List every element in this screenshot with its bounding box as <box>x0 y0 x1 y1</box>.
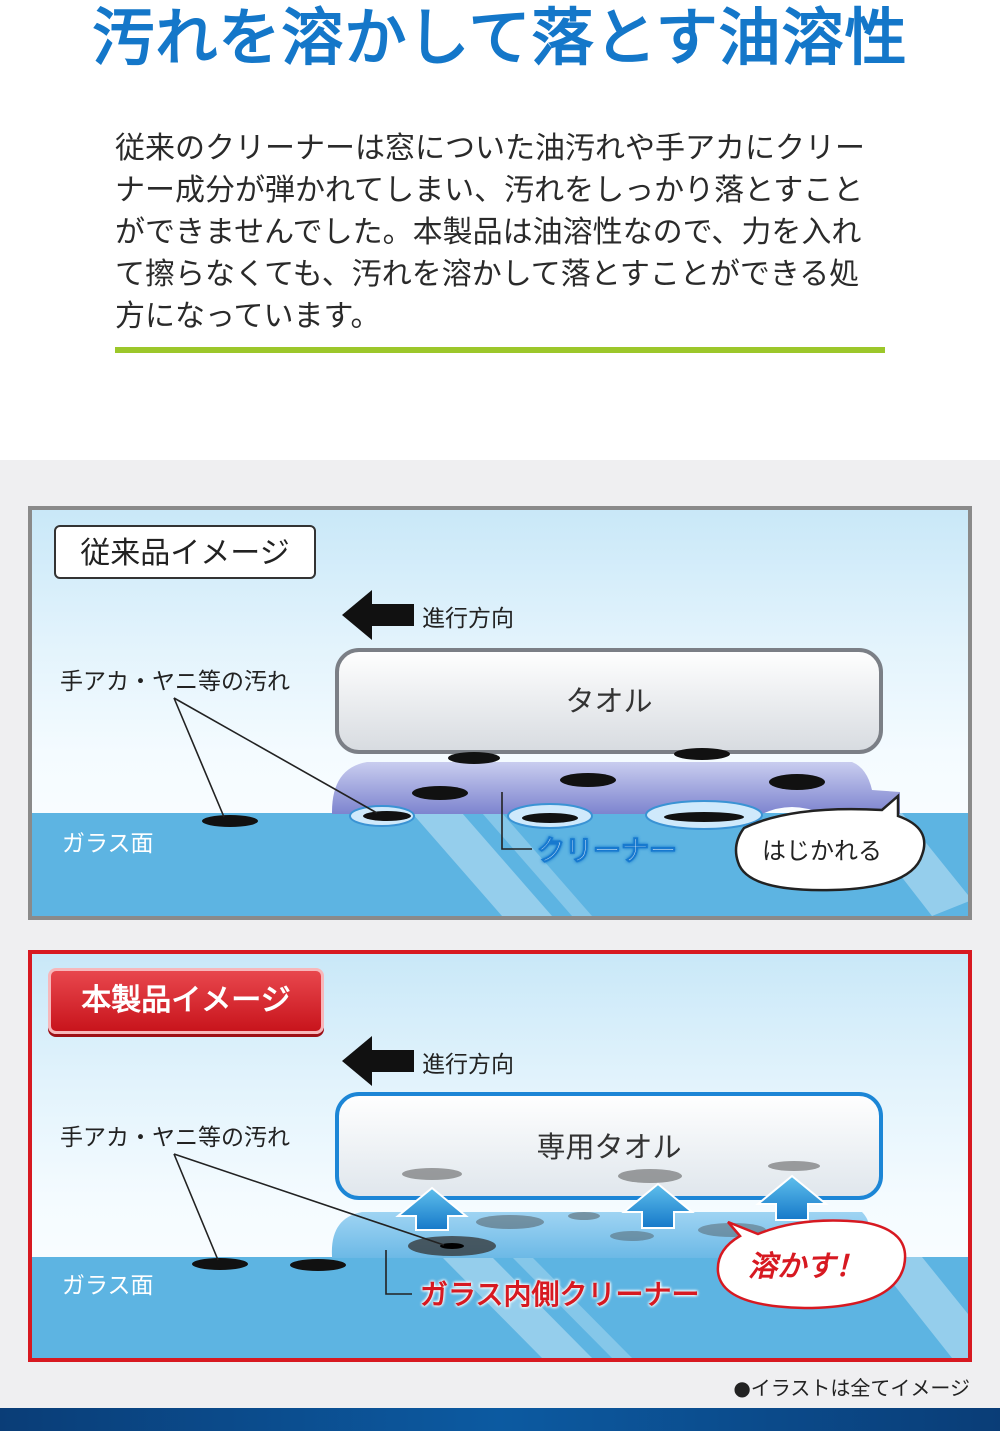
dissolving-dirt <box>440 1243 464 1249</box>
glass-reflection <box>512 1257 632 1358</box>
dissolving-dirt <box>568 1212 600 1220</box>
dirt-spot <box>412 786 468 800</box>
green-divider <box>115 347 885 353</box>
absorbed-dirt <box>618 1169 682 1183</box>
dirt-spot <box>664 812 744 822</box>
dissolving-dirt <box>610 1231 654 1241</box>
this-product-panel: 本製品イメージ 進行方向 手アカ・ヤニ等の汚れ 専用タオル ガラス面 ガラス内側… <box>28 950 972 1362</box>
dissolve-bubble-text: 溶かす！ <box>748 1249 865 1283</box>
headline: 汚れを溶かして落とす油溶性 <box>92 1 908 74</box>
dirt-spot <box>769 774 825 790</box>
intro-line: て擦らなくても、汚れを溶かして落とすことができる処 <box>115 257 860 292</box>
conventional-illustration <box>32 590 968 916</box>
leader-line <box>173 1153 219 1261</box>
repel-bubble-text: はじかれる <box>762 837 882 865</box>
panel-title: 従来品イメージ <box>54 525 316 579</box>
product-illustration <box>32 1036 968 1358</box>
up-arrow-icon <box>395 1186 469 1231</box>
intro-line: ができませんでした。本製品は油溶性なので、力を入れ <box>115 215 862 250</box>
glass-reflection <box>482 813 592 916</box>
absorbed-dirt <box>402 1168 462 1180</box>
dirt-spot <box>674 748 730 760</box>
up-arrow-icon <box>755 1174 829 1221</box>
dirt-label: 手アカ・ヤニ等の汚れ <box>60 669 290 695</box>
direction-arrow-icon <box>342 1036 414 1086</box>
direction-arrow-icon <box>342 590 414 640</box>
dirt-spot <box>290 1259 346 1271</box>
direction-label: 進行方向 <box>422 1052 514 1078</box>
towel-label: 専用タオル <box>536 1130 682 1164</box>
towel <box>335 1092 883 1200</box>
cleaner-label: ガラス内側クリーナー <box>420 1278 700 1311</box>
dirt-spot <box>560 773 616 787</box>
towel <box>335 648 883 754</box>
towel-label: タオル <box>565 684 653 718</box>
cleaner-layer <box>332 762 900 814</box>
illustration-note: ●イラストは全てイメージ <box>733 1376 970 1400</box>
bottom-bar <box>0 1408 1000 1431</box>
dirt-spot <box>363 811 411 821</box>
dirt-label: 手アカ・ヤニ等の汚れ <box>60 1125 290 1151</box>
dirt-spot <box>448 752 500 764</box>
dirt-spot <box>192 1258 248 1270</box>
conventional-product-panel: 従来品イメージ 進行方向 手アカ・ヤニ等の汚れ タオル ガラス面 クリーナー は… <box>28 506 972 920</box>
up-arrow-icon <box>621 1182 695 1229</box>
intro-line: 従来のクリーナーは窓についた油汚れや手アカにクリー <box>115 131 865 166</box>
intro-text: 従来のクリーナーは窓についた油汚れや手アカにクリー ナー成分が弾かれてしまい、汚… <box>115 128 890 338</box>
intro-line: 方になっています。 <box>115 299 381 334</box>
absorbed-dirt <box>768 1161 820 1171</box>
direction-label: 進行方向 <box>422 606 514 632</box>
dirt-spot <box>202 815 258 827</box>
panel-title: 本製品イメージ <box>48 968 324 1034</box>
speech-bubble <box>716 1219 907 1310</box>
dissolving-dirt <box>476 1215 544 1229</box>
glass-label: ガラス面 <box>62 1273 154 1299</box>
glass-reflection <box>442 1257 592 1358</box>
leader-line <box>501 792 532 850</box>
dirt-spot <box>522 813 578 823</box>
cleaner-label: クリーナー <box>536 834 678 868</box>
leader-line <box>385 1250 412 1295</box>
leader-line <box>173 697 225 818</box>
leader-line <box>173 697 378 814</box>
intro-line: ナー成分が弾かれてしまい、汚れをしっかり落とすこと <box>115 173 864 208</box>
glass-reflection <box>412 813 552 916</box>
speech-bubble <box>734 793 926 892</box>
glass-label: ガラス面 <box>62 831 154 857</box>
leader-line <box>173 1153 445 1246</box>
